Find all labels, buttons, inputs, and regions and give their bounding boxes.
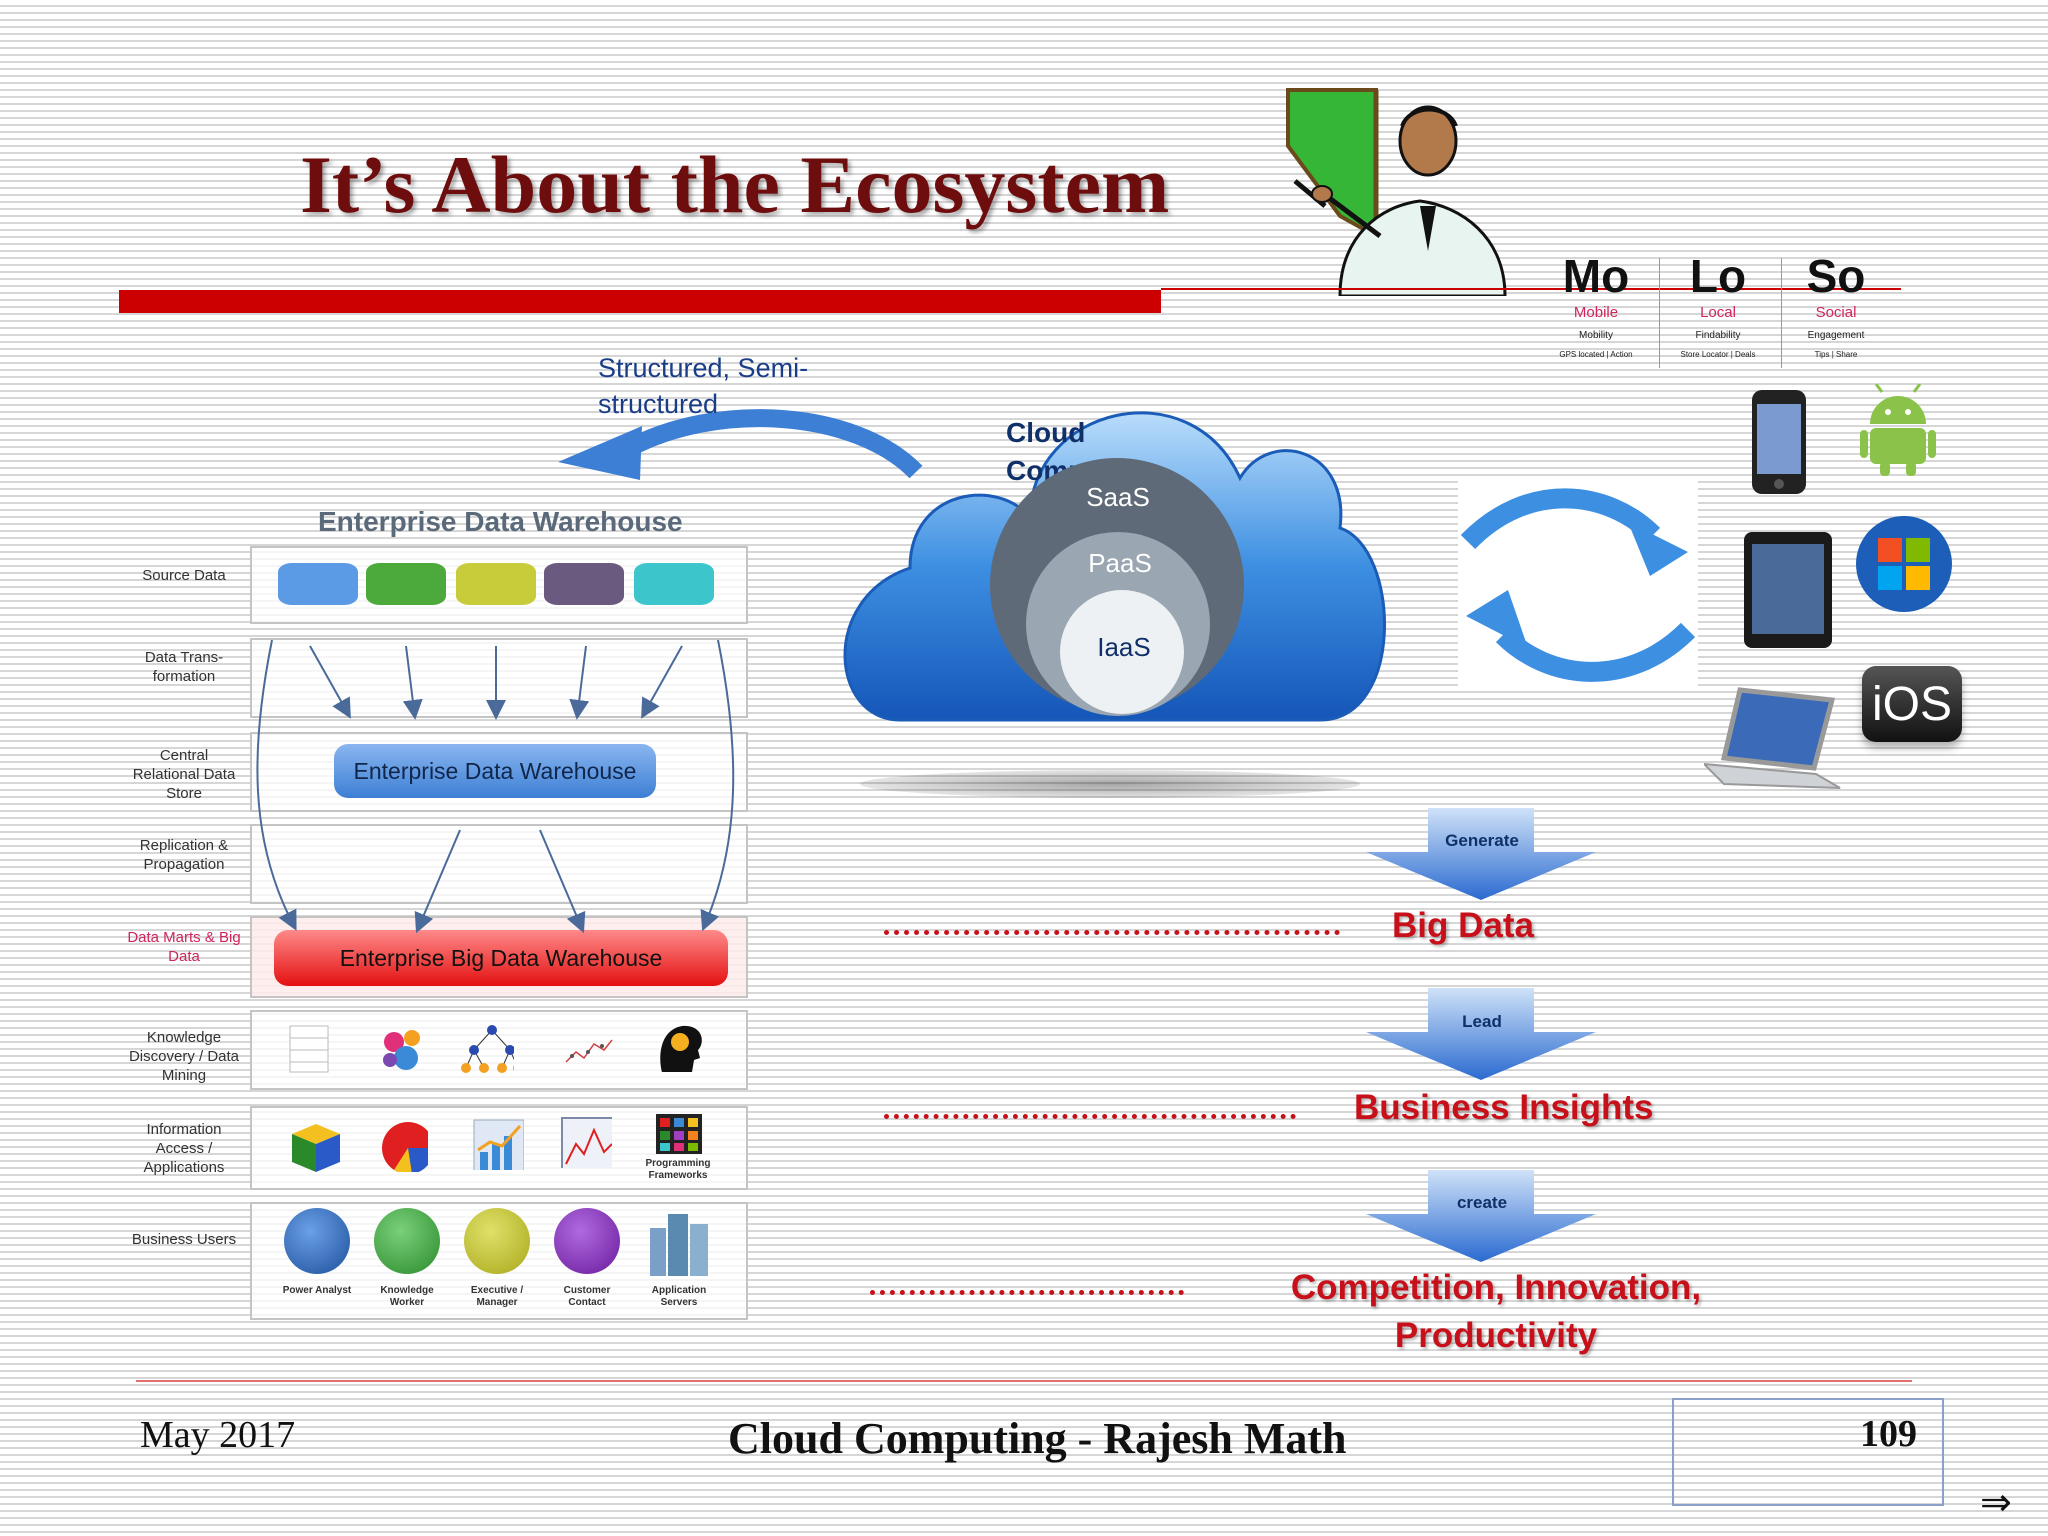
app-grid-icon <box>656 1114 702 1154</box>
mlso-social-sub: Engagement <box>1807 330 1865 341</box>
user-caption: Application Servers <box>651 1285 707 1308</box>
pie-chart-icon <box>382 1122 428 1172</box>
title-underline-thin <box>1161 288 1901 290</box>
dotted-connector <box>870 1290 1184 1295</box>
source-cylinder <box>366 563 446 605</box>
outcome-competition: Competition, Innovation, <box>1290 1268 1702 1307</box>
footer-date: May 2017 <box>140 1414 296 1456</box>
laptop-icon <box>1704 687 1841 789</box>
source-cylinder <box>278 563 358 605</box>
footer-divider <box>136 1380 1912 1382</box>
ebdw-box: Enterprise Big Data Warehouse <box>274 930 728 986</box>
mlso-social-red: Social <box>1815 304 1857 321</box>
page-number-box <box>1672 1398 1944 1506</box>
presenter-clipart <box>1286 88 1507 296</box>
outcome-business-insights: Business Insights <box>1354 1088 1654 1127</box>
replication-row <box>250 824 748 904</box>
info-label: Information Access / Applications <box>143 1121 225 1176</box>
cluster-icon <box>383 1030 420 1070</box>
smartphone-icon <box>1752 390 1806 494</box>
mlso-local-red: Local <box>1700 304 1736 321</box>
footer-title: Cloud Computing - Rajesh Math <box>728 1414 1347 1463</box>
dotted-connector <box>884 930 1340 935</box>
next-slide-arrow[interactable]: ⇒ <box>1980 1482 2012 1524</box>
cube-icon <box>292 1124 340 1172</box>
user-caption: Executive / Manager <box>470 1285 524 1308</box>
page-number: 109 <box>1860 1413 1917 1455</box>
user-caption: Customer Contact <box>563 1285 611 1308</box>
bar-chart-icon <box>473 1119 524 1170</box>
mlso-social-big: So <box>1806 250 1866 302</box>
slide-title: It’s About the Ecosystem <box>300 139 1170 230</box>
source-cylinder <box>544 563 624 605</box>
tree-icon <box>461 1025 514 1073</box>
outcome-big-data: Big Data <box>1392 906 1534 945</box>
mlso-social-tiny: Tips | Share <box>1814 350 1858 359</box>
cloud-shadow <box>860 770 1360 798</box>
table-icon <box>289 1025 329 1073</box>
mlso-mobile-red: Mobile <box>1573 304 1619 321</box>
paas-label: PaaS <box>1088 548 1152 578</box>
programming-frameworks-caption: Programming Frameworks <box>645 1158 711 1181</box>
structured-label: Structured, Semi-structured <box>598 353 809 419</box>
ios-icon: iOS <box>1862 666 1962 742</box>
generate-label: Generate <box>1445 831 1519 850</box>
transform-label: Data Trans-formation <box>144 649 224 685</box>
iaas-label: IaaS <box>1097 632 1151 662</box>
central-label: Central Relational Data Store <box>132 747 236 802</box>
user-globe-icon <box>464 1208 530 1274</box>
windows-icon <box>1856 516 1952 612</box>
source-cylinder <box>456 563 536 605</box>
lead-label: Lead <box>1462 1012 1502 1031</box>
edw-box: Enterprise Data Warehouse <box>334 744 656 798</box>
line-chart-icon <box>561 1117 612 1168</box>
source-cylinder <box>634 563 714 605</box>
source-label: Source Data <box>142 567 226 584</box>
user-globe-icon <box>554 1208 620 1274</box>
dotted-connector <box>884 1114 1296 1119</box>
saas-label: SaaS <box>1086 482 1150 512</box>
mlso-social: So Social Engagement Tips | Share <box>1780 250 1892 362</box>
diagram-header: Enterprise Data Warehouse <box>318 506 683 537</box>
structured-data-arrow <box>558 409 923 480</box>
create-label: create <box>1456 1193 1508 1212</box>
lead-arrow-icon <box>1366 988 1596 1080</box>
user-globe-icon <box>284 1208 350 1274</box>
brain-head-icon <box>660 1025 702 1072</box>
user-caption: Power Analyst <box>282 1285 352 1296</box>
diagram-connector-arrows <box>256 640 735 934</box>
mlso-local-tiny: Store Locator | Deals <box>1680 350 1756 359</box>
android-icon <box>1860 384 1936 476</box>
iaas-layer <box>1060 590 1184 714</box>
mlso-mobile-sub: Mobility <box>1579 330 1613 341</box>
scatter-plot-icon <box>565 1039 613 1063</box>
mlso-divider <box>1781 258 1782 368</box>
knowledge-label: Knowledge Discovery / Data Mining <box>128 1029 240 1084</box>
outcome-productivity: Productivity <box>1394 1316 1598 1355</box>
mlso-mobile-big: Mo <box>1562 250 1630 302</box>
mlso-local-sub: Findability <box>1695 330 1741 341</box>
create-arrow-icon <box>1366 1170 1596 1262</box>
business-label: Business Users <box>131 1231 237 1248</box>
mlso-divider <box>1659 258 1660 368</box>
mlso-local-big: Lo <box>1689 250 1747 302</box>
mlso-local: Lo Local Findability Store Locator | Dea… <box>1662 250 1774 362</box>
mlso-mobile-tiny: GPS located | Action <box>1559 350 1633 359</box>
generate-arrow-icon <box>1366 808 1596 900</box>
tablet-icon <box>1744 532 1832 648</box>
replication-label: Replication & Propagation <box>139 837 229 873</box>
user-caption: Knowledge Worker <box>380 1285 434 1308</box>
mlso-mobile: Mo Mobile Mobility GPS located | Action <box>1540 250 1652 362</box>
sync-arrows-icon <box>1458 480 1698 690</box>
title-underline-bar <box>119 290 1161 313</box>
user-globe-icon <box>374 1208 440 1274</box>
application-servers-icon <box>650 1214 708 1276</box>
marts-label: Data Marts & Big Data <box>127 929 241 965</box>
